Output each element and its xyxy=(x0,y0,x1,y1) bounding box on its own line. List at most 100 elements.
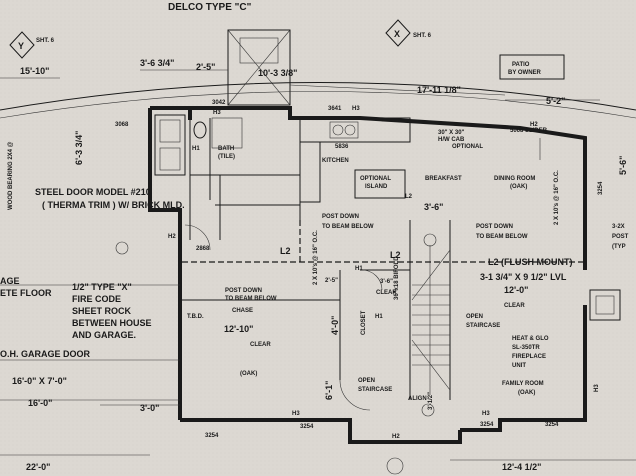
patio-note: PATIO BY OWNER xyxy=(499,54,565,80)
l2-flush-note: L2 (FLUSH MOUNT) xyxy=(488,257,573,267)
h1-closet: H1 xyxy=(375,314,383,320)
code-2868: 2868 xyxy=(196,246,210,252)
section-marker-x: X SHT. 6 xyxy=(385,19,432,47)
hw-cab-line2: H/W CAB xyxy=(438,137,465,143)
heat-glo-line3: FIREPLACE xyxy=(512,354,546,360)
l2-top: L2 xyxy=(405,194,413,200)
code-5836: 5836 xyxy=(335,144,349,150)
dim-10-3-3-8: 10'-3 3/8" xyxy=(258,68,297,78)
heat-glo-line1: HEAT & GLO xyxy=(512,336,549,342)
section-marker-y: Y SHT. 6 xyxy=(9,31,55,59)
open-stair-right-2: STAIRCASE xyxy=(466,323,500,329)
dim-16-0-x7: 16'-0" X 7'-0" xyxy=(12,376,67,386)
h3-bottom-right: H3 xyxy=(482,411,490,417)
dim-3-0: 3'-0" xyxy=(140,403,159,413)
code-3254-c: 3254 xyxy=(480,422,494,428)
dim-4-0: 4'-0" xyxy=(330,316,340,335)
h2-bottom: H2 xyxy=(392,434,400,440)
callout-circle-bottom xyxy=(386,457,404,475)
bath-fixtures xyxy=(154,114,243,176)
dim-3-1-2: 3'-1/2" xyxy=(428,392,434,410)
slider-label: 5068 SLIDER xyxy=(510,128,548,134)
dim-2-5: 2'-5" xyxy=(196,62,215,72)
clear-stair: CLEAR xyxy=(376,290,397,296)
tbd-label: T.B.D. xyxy=(187,314,204,320)
optional-note: OPTIONAL xyxy=(452,144,483,150)
bath-label-1: BATH xyxy=(218,146,234,152)
code-3254-b: 3254 xyxy=(300,424,314,430)
h2-left: H2 xyxy=(168,234,176,240)
h1-mid: H1 xyxy=(355,266,363,272)
l2-left: L2 xyxy=(280,246,291,256)
dim-5-6-right: 5'-6" xyxy=(618,156,628,175)
top-arc-line-2 xyxy=(0,91,636,119)
door-swings xyxy=(184,138,541,411)
family-label-2: (OAK) xyxy=(518,390,535,396)
oak-main-label: (OAK) xyxy=(240,371,257,377)
wood-bearing-label: WOOD BEARING 2X4 @ xyxy=(8,141,14,210)
joist-label-right: 2 X 10's @ 16" O.C. xyxy=(554,170,560,225)
dim-6-1: 6'-1" xyxy=(324,381,334,400)
garage-dimension-lines xyxy=(0,284,636,461)
hw-cab-line1: 30" X 30" xyxy=(438,130,465,136)
fire-code-line1: 1/2" TYPE "X" xyxy=(72,282,132,292)
h3-fireplace: H3 xyxy=(594,384,600,392)
optional-island-line2: ISLAND xyxy=(365,184,388,190)
staircase xyxy=(411,245,451,395)
dim-3-6-mid: 3'-6" xyxy=(380,279,393,285)
bifold-label: 36"x18 BIFOLD xyxy=(394,256,400,300)
fire-code-line5: AND GARAGE. xyxy=(72,330,136,340)
l2-mid: L2 xyxy=(390,250,401,260)
dim-3-2x: 3-2X xyxy=(612,224,625,230)
fire-code-line3: SHEET ROCK xyxy=(72,306,132,316)
garage-door-label: O.H. GARAGE DOOR xyxy=(0,349,91,359)
open-stair-right-1: OPEN xyxy=(466,314,483,320)
breakfast-label: BREAKFAST xyxy=(425,176,462,182)
chase-label: CHASE xyxy=(232,308,253,314)
post-down-left-2: TO BEAM BELOW xyxy=(225,296,277,302)
dim-5-2: 5'-2" xyxy=(546,96,565,106)
garage-floor: ETE FLOOR xyxy=(0,288,52,298)
dim-15-10: 15'-10" xyxy=(20,66,49,76)
callout-circle-stair xyxy=(423,233,437,247)
bay-window xyxy=(227,29,291,106)
dim-typ: (TYP xyxy=(612,244,626,250)
post-down-mid-1: POST DOWN xyxy=(322,214,359,220)
bath-label-2: (TILE) xyxy=(218,154,235,160)
lvl-note: 3-1 3/4" X 9 1/2" LVL xyxy=(480,272,567,282)
section-x-ref: SHT. 6 xyxy=(413,33,432,39)
interior-walls xyxy=(180,118,451,400)
dim-12-4-1-2: 12'-4 1/2" xyxy=(502,462,541,472)
h3-bottom-left: H3 xyxy=(292,411,300,417)
callout-circle-left xyxy=(115,241,129,255)
code-3254-a: 3254 xyxy=(205,433,219,439)
heat-glo-line4: UNIT xyxy=(512,363,526,369)
fire-code-line4: BETWEEN HOUSE xyxy=(72,318,152,328)
align-label: ALIGN xyxy=(408,396,427,402)
post-down-left-1: POST DOWN xyxy=(225,288,262,294)
h1-bath: H1 xyxy=(192,146,200,152)
fire-code-line2: FIRE CODE xyxy=(72,294,121,304)
section-x-letter: X xyxy=(394,29,400,39)
patio-line1: PATIO xyxy=(512,62,530,68)
code-3641: 3641 xyxy=(328,106,342,112)
closet-label: CLOSET xyxy=(361,310,367,335)
post-down-right-2: TO BEAM BELOW xyxy=(476,234,528,240)
post-down-mid-2: TO BEAM BELOW xyxy=(322,224,374,230)
dim-12-10: 12'-10" xyxy=(224,324,253,334)
code-3042: 3042 xyxy=(212,100,226,106)
dim-6-3-3-4: 6'-3 3/4" xyxy=(74,131,84,165)
dim-17-11-1-8: 17'-11 1/8" xyxy=(417,85,461,95)
open-stair-bottom-1: OPEN xyxy=(358,378,375,384)
post-down-right-1: POST DOWN xyxy=(476,224,513,230)
h3-top: H3 xyxy=(213,110,221,116)
n3254-right: 3254 xyxy=(598,181,604,195)
steel-door-line1: STEEL DOOR MODEL #210 xyxy=(35,187,151,197)
heat-glo-line2: SL-350TR xyxy=(512,345,540,351)
section-y-ref: SHT. 6 xyxy=(36,38,55,44)
h3-kitchen: H3 xyxy=(352,106,360,112)
dim-16-0: 16'-0" xyxy=(28,398,52,408)
dim-post: POST xyxy=(612,234,629,240)
joist-label-left: 2 X 10's @ 16" O.C. xyxy=(313,230,319,285)
